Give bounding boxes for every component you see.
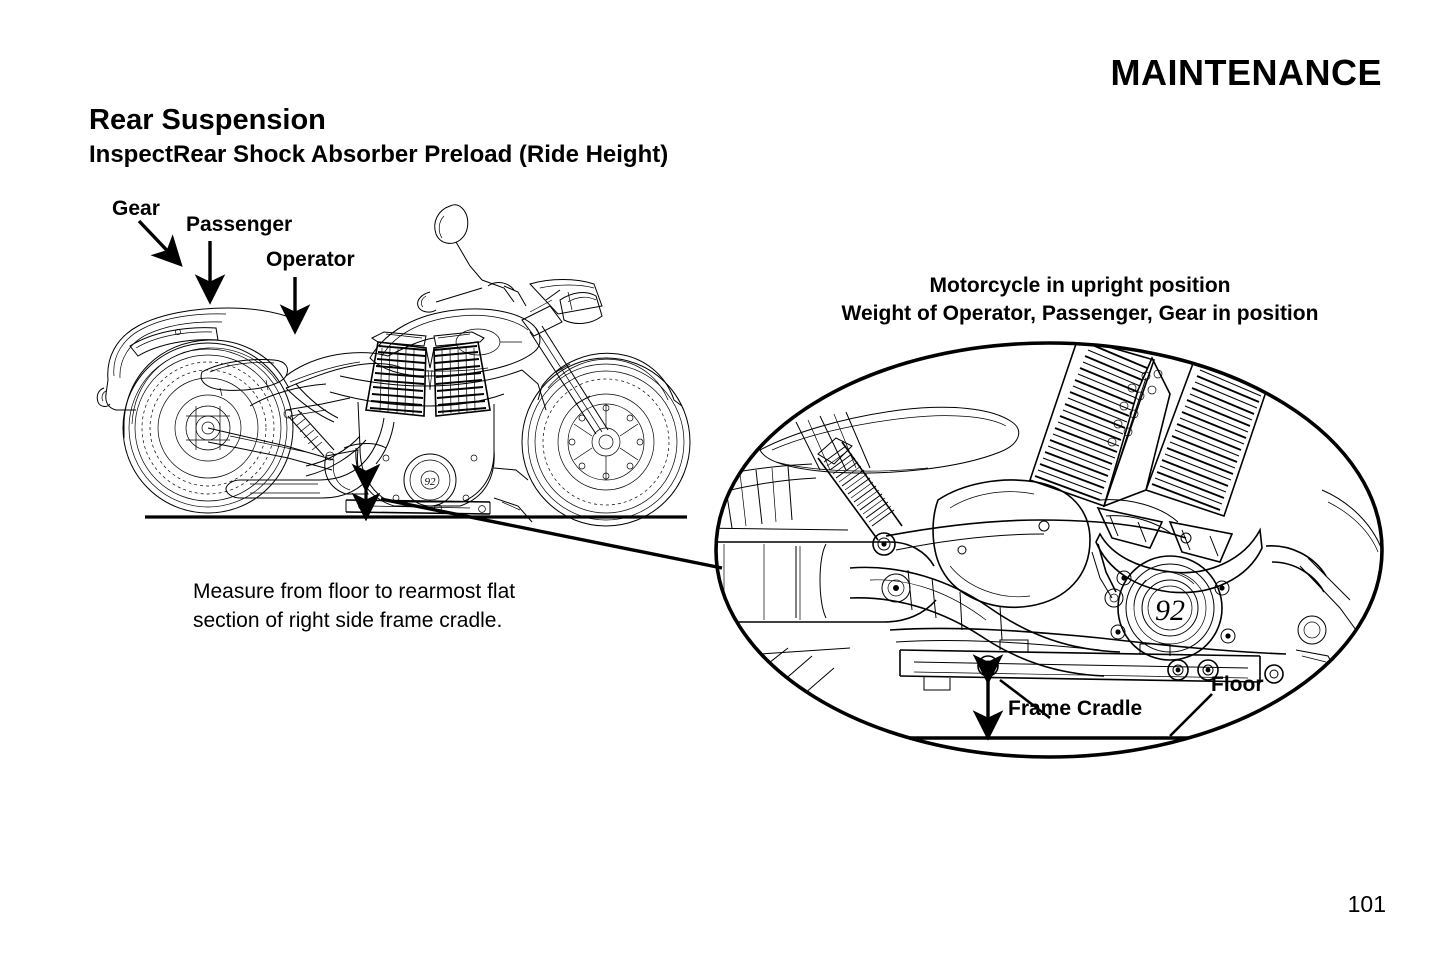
label-floor: Floor	[1211, 673, 1264, 696]
frame-cradle-detail-figure: 92	[700, 330, 1400, 770]
frame-cradle-detail-svg: 92	[714, 341, 1384, 759]
frame-cradle-leader	[999, 678, 1051, 720]
motorcycle-side-view-svg: 92	[96, 204, 691, 527]
detail-oval-border	[714, 341, 1384, 759]
floor-leader	[1169, 693, 1213, 737]
label-operator: Operator	[266, 248, 355, 271]
label-frame-cradle: Frame Cradle	[1008, 697, 1143, 720]
motorcycle-side-view-figure: 92	[90, 180, 710, 540]
measure-instruction-line-2: section of right side frame cradle.	[193, 608, 503, 632]
upright-position-note: Motorcycle in upright position Weight of…	[760, 272, 1400, 327]
page-number: 101	[1347, 891, 1386, 917]
svg-text:92: 92	[425, 476, 437, 488]
subsection-title: InspectRear Shock Absorber Preload (Ride…	[89, 141, 669, 168]
upright-position-note-line-2: Weight of Operator, Passenger, Gear in p…	[841, 301, 1319, 325]
engine-emblem-text: 92	[1155, 594, 1185, 627]
chapter-title: MAINTENANCE	[1110, 52, 1382, 93]
measure-instruction-line-1: Measure from floor to rearmost flat	[193, 580, 516, 603]
label-passenger: Passenger	[186, 213, 293, 236]
section-title: Rear Suspension	[89, 104, 326, 136]
upright-position-note-line-1: Motorcycle in upright position	[929, 274, 1231, 297]
measure-instruction: Measure from floor to rearmost flat sect…	[193, 578, 623, 635]
label-gear: Gear	[112, 197, 160, 220]
detail-contents: 92	[716, 343, 1382, 740]
